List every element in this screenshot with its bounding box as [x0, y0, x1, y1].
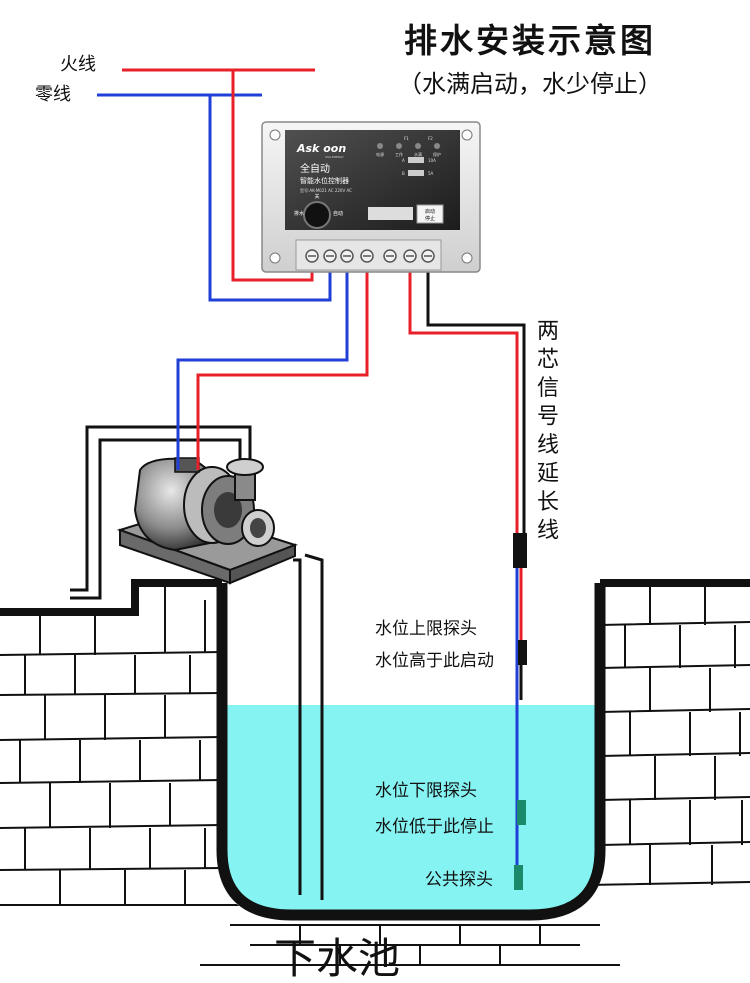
controller-name-line1: 全自动 [300, 162, 330, 175]
indicator-work: 工作 [395, 151, 403, 157]
knob-off-label: 关 [314, 193, 319, 200]
lower-probe-note: 水位低于此停止 [375, 817, 494, 837]
controller-box [261, 121, 481, 273]
controller-brand-small: ASK-ENERGY [325, 155, 344, 159]
pool-basin-wall [216, 583, 606, 921]
lower-probe-label: 水位下限探头 [375, 781, 477, 801]
lower-probe [517, 800, 526, 825]
pump-pipes [70, 425, 324, 900]
neutral-wire-label: 零线 [35, 84, 71, 105]
cable-label: 两芯信号线延长线 [537, 319, 559, 544]
indicator-full: 水满 [414, 151, 422, 157]
common-probe-label: 公共探头 [425, 870, 493, 890]
indicator-protect: 保护 [433, 151, 441, 157]
controller-brand: Ask oon [296, 142, 346, 155]
start-stop-button[interactable] [416, 204, 444, 224]
upper-probe [518, 640, 527, 665]
left-brick-wall [0, 579, 260, 906]
indicator-power: 电源 [376, 151, 384, 157]
power-lines [97, 68, 526, 535]
terminal-block [305, 249, 435, 263]
signal-black [426, 256, 526, 535]
knob-right-label: 自动 [333, 210, 343, 217]
fuse-a-mark: A [402, 158, 405, 163]
water-pump [116, 457, 299, 585]
pool-label: 下水池 [274, 934, 400, 983]
neutral-drop [208, 95, 332, 302]
fuse-a-value: 10A [428, 158, 436, 163]
fuse-b-value: 5A [428, 171, 434, 176]
page-title: 排水安装示意图 [404, 21, 656, 60]
common-probe [514, 865, 523, 890]
live-wire-label: 火线 [60, 54, 96, 75]
fuse-b-mark: B [402, 171, 405, 176]
fuse-f1-label: F1 [404, 136, 409, 141]
pump-neutral [176, 256, 349, 470]
page-subtitle: （水满启动，水少停止） [398, 70, 662, 98]
pump-live [196, 256, 369, 470]
upper-probe-label: 水位上限探头 [375, 619, 477, 639]
signal-red [408, 256, 519, 535]
water [222, 705, 600, 912]
ground-strip [200, 924, 620, 966]
start-stop-label: 启动停止 [425, 208, 435, 222]
right-brick-wall [589, 579, 750, 886]
fuse-f2-label: F2 [428, 136, 433, 141]
upper-probe-note: 水位高于此启动 [375, 651, 494, 671]
knob-left-label: 排水 [294, 210, 304, 217]
controller-model: 型号:AK-M021 AC 220V AC [300, 187, 352, 193]
controller-name-line2: 智能水位控制器 [300, 176, 349, 185]
